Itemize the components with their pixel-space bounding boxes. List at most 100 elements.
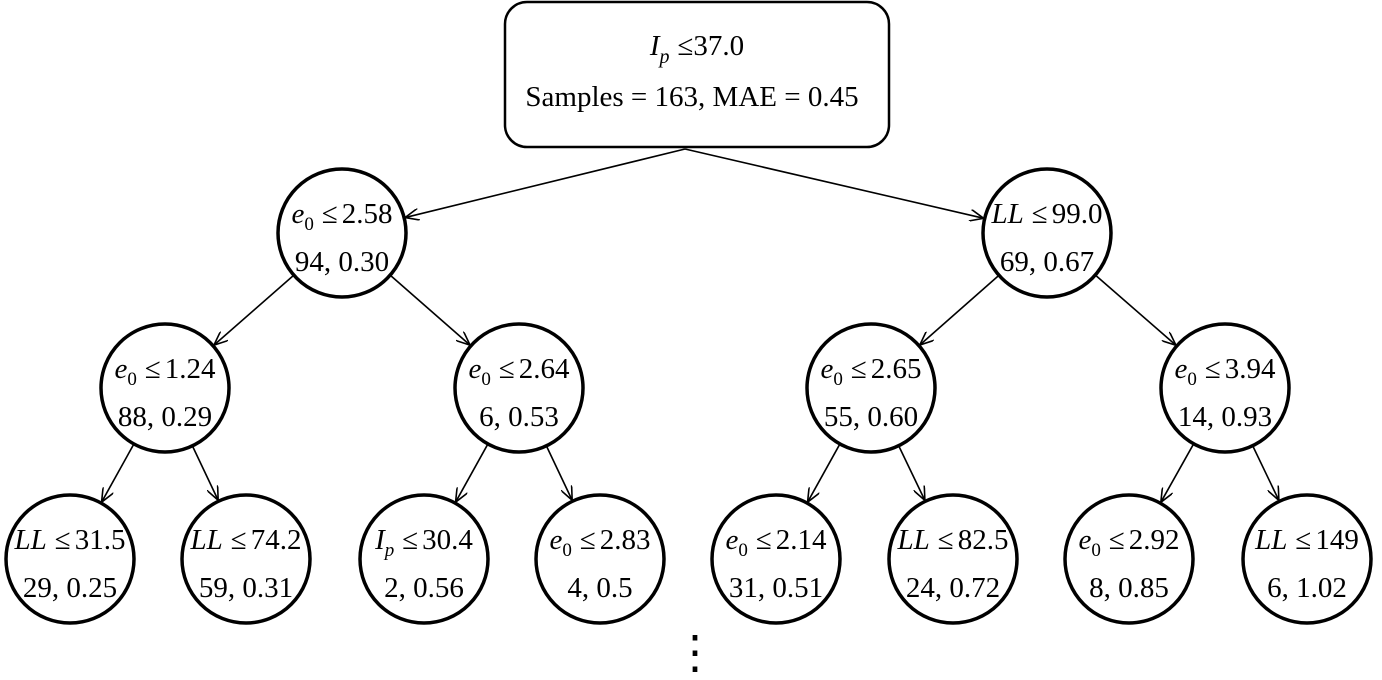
node-condition-variable: e xyxy=(549,524,562,556)
node-stats: 29, 0.25 xyxy=(23,572,117,604)
tree-node-n13: e0≤2.928, 0.85 xyxy=(1063,493,1195,625)
edge-arrow-n5-n11 xyxy=(808,440,843,501)
node-condition-operator: ≤ xyxy=(402,524,418,556)
node-condition-operator: ≤ xyxy=(938,524,954,556)
node-condition-value: 149 xyxy=(1315,524,1359,556)
node-condition-operator: ≤ xyxy=(55,524,71,556)
node-condition: e0 ≤2.58 xyxy=(291,198,392,235)
node-condition-variable: e xyxy=(114,353,127,385)
edge-arrow-root-n1 xyxy=(406,148,686,217)
node-circle xyxy=(534,493,666,625)
node-stats: 6, 0.53 xyxy=(479,401,559,433)
node-condition-variable: e xyxy=(1078,524,1091,556)
node-condition: e0 ≤3.94 xyxy=(1174,353,1276,390)
node-condition-variable: e xyxy=(1174,353,1187,385)
node-condition-subscript: 0 xyxy=(1091,540,1101,561)
node-circle xyxy=(180,493,312,625)
node-stats: 24, 0.72 xyxy=(906,572,1000,604)
node-condition-variable: LL xyxy=(1254,524,1287,556)
root-condition-operator: ≤ xyxy=(678,30,694,62)
edge-arrow-n2-n5 xyxy=(921,272,1003,345)
node-stats: 4, 0.5 xyxy=(567,572,632,604)
edge-arrow-n4-n10 xyxy=(543,441,572,499)
root-stats: Samples = 163, MAE = 0.45 xyxy=(525,81,858,113)
node-condition-value: 99.0 xyxy=(1052,198,1103,230)
node-condition-operator: ≤ xyxy=(322,198,338,230)
edge-arrow-n6-n13 xyxy=(1161,439,1197,501)
edge-arrow-n6-n14 xyxy=(1250,441,1279,499)
node-condition-value: 1.24 xyxy=(165,353,216,385)
node-condition-variable: e xyxy=(820,353,833,385)
node-stats: 69, 0.67 xyxy=(1000,246,1094,278)
node-condition: e0≤2.92 xyxy=(1078,524,1179,561)
node-condition-operator: ≤ xyxy=(145,353,161,385)
node-stats: 31, 0.51 xyxy=(729,572,823,604)
node-condition-value: 31.5 xyxy=(75,524,126,556)
node-condition-subscript: 0 xyxy=(1187,369,1197,390)
node-condition-operator: ≤ xyxy=(1205,353,1221,385)
node-condition-variable: e xyxy=(291,198,304,230)
node-condition-value: 2.83 xyxy=(600,524,651,556)
node-condition-variable: LL xyxy=(897,524,930,556)
node-circle xyxy=(1063,493,1195,625)
tree-node-n2: LL≤99.0 69, 0.67 xyxy=(981,167,1113,299)
node-condition-subscript: 0 xyxy=(738,540,748,561)
root-condition: Ip≤37.0 xyxy=(649,30,744,68)
edge-arrow-n3-n8 xyxy=(189,441,218,499)
node-condition-value: 2.58 xyxy=(342,198,393,230)
node-condition-variable: e xyxy=(468,353,481,385)
node-condition-operator: ≤ xyxy=(499,353,515,385)
node-condition-subscript: p xyxy=(383,540,395,561)
node-stats: 94, 0.30 xyxy=(295,246,389,278)
node-circle xyxy=(453,322,585,454)
node-condition-operator: ≤ xyxy=(1295,524,1311,556)
node-condition: e0 ≤2.64 xyxy=(468,353,570,390)
node-condition: Ip≤30.4 xyxy=(374,524,473,561)
node-condition: LL≤99.0 xyxy=(991,198,1103,230)
node-circle xyxy=(887,493,1019,625)
node-condition-variable: LL xyxy=(14,524,47,556)
node-condition-subscript: 0 xyxy=(481,369,491,390)
node-condition-value: 74.2 xyxy=(251,524,302,556)
node-condition-value: 82.5 xyxy=(958,524,1009,556)
node-condition-subscript: 0 xyxy=(304,214,314,235)
node-condition-value: 2.64 xyxy=(519,353,570,385)
node-condition-variable: e xyxy=(725,524,738,556)
node-circle xyxy=(4,493,136,625)
node-condition: e0 ≤1.24 xyxy=(114,353,216,390)
node-condition-operator: ≤ xyxy=(1032,198,1048,230)
edge-arrow-n5-n12 xyxy=(896,441,925,499)
node-circle xyxy=(710,493,842,625)
root-condition-value: 37.0 xyxy=(693,30,744,62)
node-stats: 6, 1.02 xyxy=(1267,572,1347,604)
node-condition: e0≤2.65 xyxy=(820,353,921,390)
node-stats: 88, 0.29 xyxy=(118,401,212,433)
node-circle xyxy=(358,493,490,625)
node-condition-subscript: 0 xyxy=(127,369,137,390)
node-condition-operator: ≤ xyxy=(580,524,596,556)
node-circle xyxy=(1241,493,1373,625)
tree-node-n12: LL≤82.5 24, 0.72 xyxy=(887,493,1019,625)
tree-node-n8: LL≤74.259, 0.31 xyxy=(180,493,312,625)
tree-edges xyxy=(102,148,1279,501)
edge-arrow-root-n2 xyxy=(684,148,983,218)
tree-node-n1: e0 ≤2.58 94, 0.30 xyxy=(276,167,408,299)
node-condition-value: 2.65 xyxy=(871,353,922,385)
node-condition-value: 2.14 xyxy=(776,524,827,556)
node-condition: LL≤31.5 xyxy=(14,524,126,556)
tree-node-n3: e0 ≤1.24 88, 0.29 xyxy=(99,322,231,454)
node-condition-operator: ≤ xyxy=(1109,524,1125,556)
node-circle xyxy=(276,167,408,299)
node-stats: 2, 0.56 xyxy=(384,572,464,604)
ellipsis-continuation: ⋮ xyxy=(672,627,718,678)
node-condition: LL≤149 xyxy=(1254,524,1359,556)
node-condition-subscript: 0 xyxy=(833,369,843,390)
root-node-box xyxy=(503,0,891,149)
node-condition-value: 30.4 xyxy=(422,524,473,556)
node-stats: 55, 0.60 xyxy=(824,401,918,433)
node-condition-value: 3.94 xyxy=(1225,353,1276,385)
edge-arrow-n1-n4 xyxy=(386,271,469,345)
